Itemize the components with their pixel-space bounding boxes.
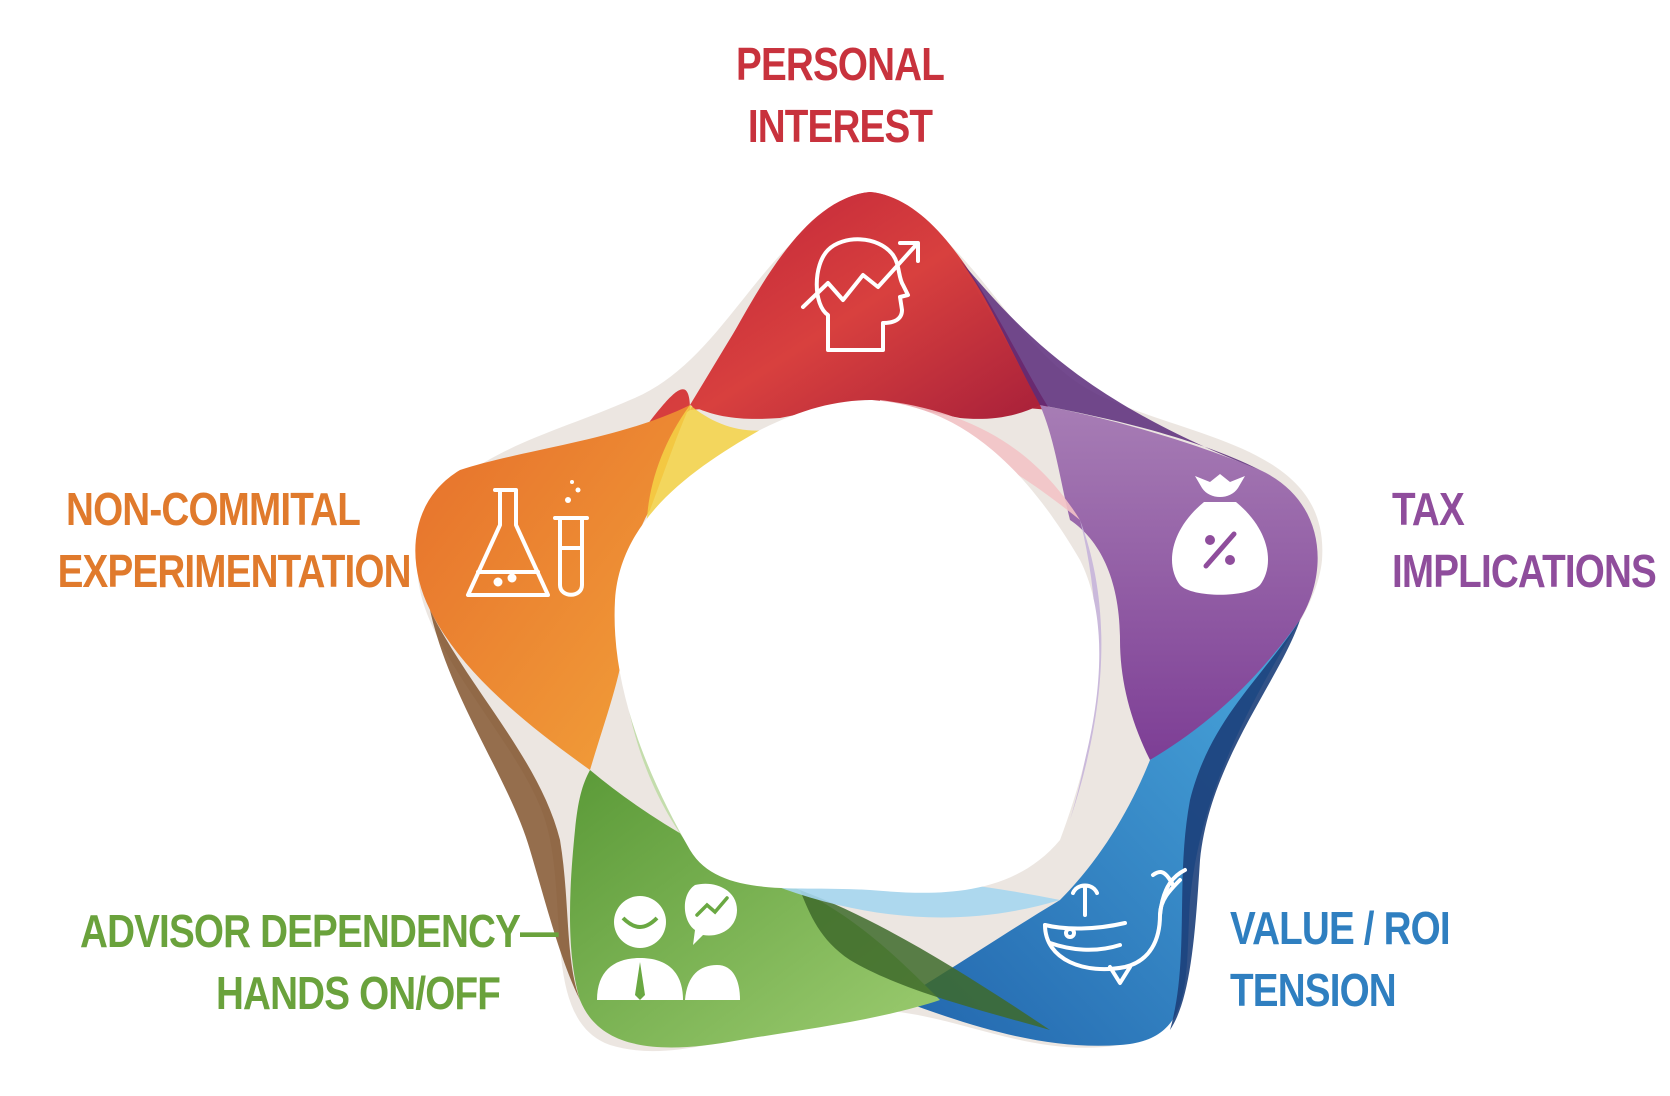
head-growth-icon [801, 237, 920, 352]
center-hole [614, 400, 1100, 893]
ribbon-red-body [690, 192, 1040, 419]
label-line: ADVISOR DEPENDENCY— [80, 905, 559, 957]
whale-icon [1043, 868, 1187, 985]
advisor-client-icon [597, 883, 740, 1000]
ribbon-orange-dark [430, 610, 580, 1000]
label-personal-interest: PERSONAL INTEREST [655, 33, 1025, 157]
label-line: PERSONAL [736, 38, 945, 90]
ribbon-green-dark [800, 890, 1050, 1030]
overlap-lilac [1070, 520, 1102, 820]
label-line: HANDS ON/OFF [215, 967, 501, 1019]
lab-flask-icon [466, 480, 589, 597]
label-tax-implications: TAX IMPLICATIONS [1392, 478, 1657, 602]
label-line: NON-COMMITAL [66, 483, 361, 535]
ribbon-blue-dark [1170, 620, 1300, 1030]
label-line: TAX [1392, 483, 1465, 535]
ribbon-purple-dark [960, 260, 1260, 470]
label-value-roi-tension: VALUE / ROI TENSION [1230, 897, 1499, 1021]
label-line: VALUE / ROI [1230, 902, 1451, 954]
label-advisor-dependency: ADVISOR DEPENDENCY— HANDS ON/OFF [80, 900, 559, 1024]
label-non-commital-experimentation: NON-COMMITAL EXPERIMENTATION [57, 478, 412, 602]
ribbon-blue [900, 620, 1300, 1046]
ribbon-orange [415, 405, 690, 770]
label-line: INTEREST [747, 100, 933, 152]
money-bag-percent-icon [1171, 474, 1269, 595]
label-line: EXPERIMENTATION [57, 545, 412, 597]
label-line: IMPLICATIONS [1392, 545, 1657, 597]
label-line: TENSION [1230, 964, 1397, 1016]
